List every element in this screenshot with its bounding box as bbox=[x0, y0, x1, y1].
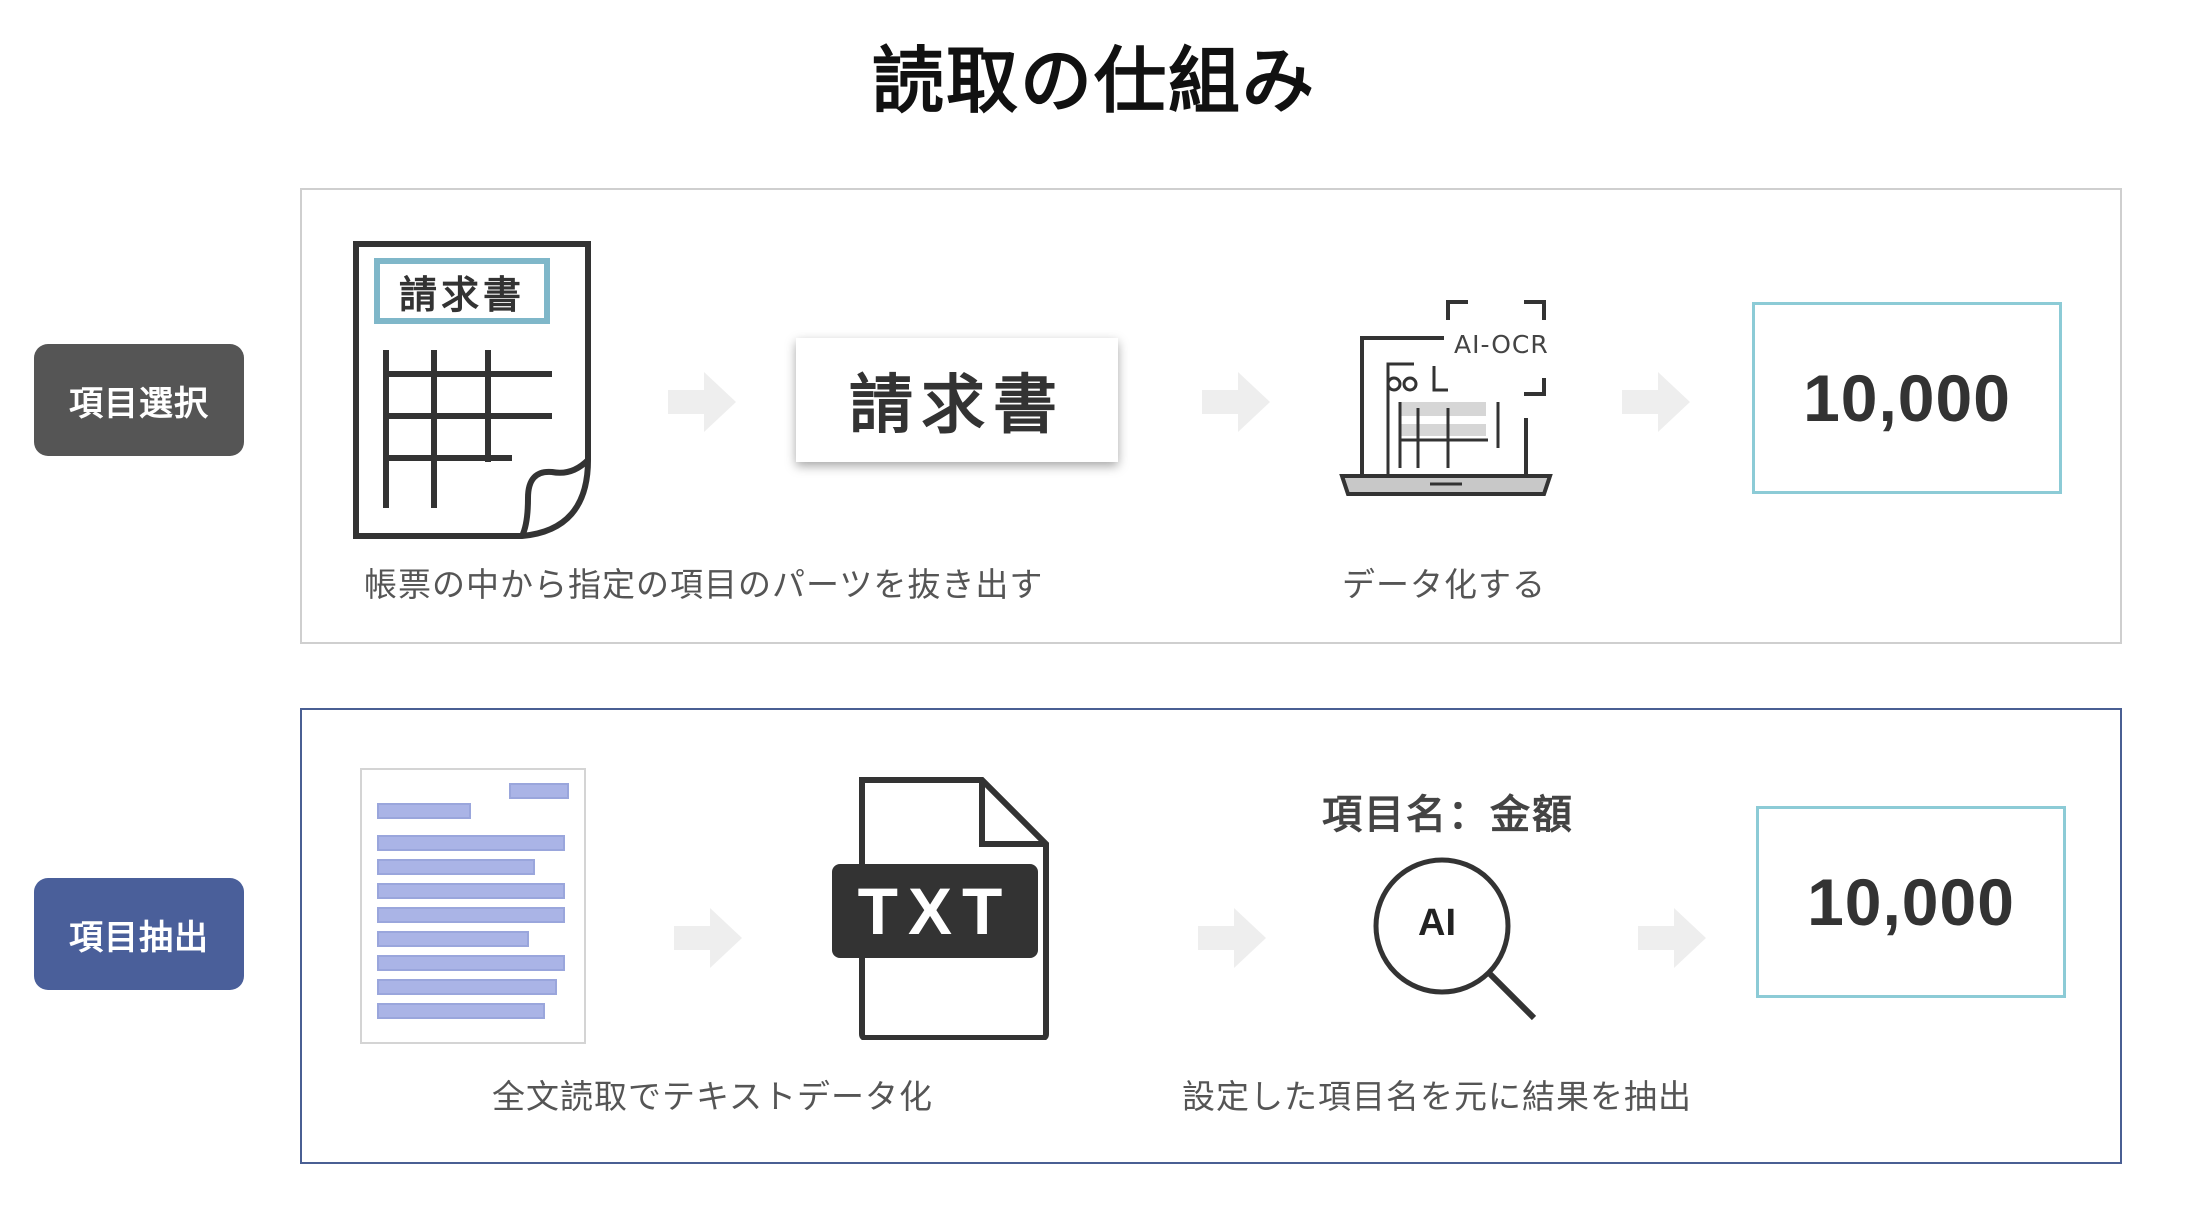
caption-extract-by-field: 設定した項目名を元に結果を抽出 bbox=[1182, 1077, 1692, 1116]
result-value: 10,000 bbox=[1756, 806, 2066, 998]
result-value: 10,000 bbox=[1752, 302, 2062, 494]
txt-file-icon: TXT bbox=[832, 776, 1052, 1041]
ai-label: AI bbox=[1418, 902, 1456, 944]
panel-item-selection: 請求書 請求書 bbox=[300, 188, 2122, 644]
txt-badge: TXT bbox=[832, 864, 1038, 958]
field-name-label: 項目名：金額 bbox=[1322, 792, 1574, 838]
arrow-right-icon bbox=[674, 908, 742, 968]
caption-digitize: データ化する bbox=[1342, 565, 1546, 604]
row-label-item-extraction: 項目抽出 bbox=[34, 878, 244, 990]
ai-magnifier-icon: AI bbox=[1372, 856, 1542, 1026]
text-document-icon bbox=[360, 768, 586, 1044]
row-label-item-selection: 項目選択 bbox=[34, 344, 244, 456]
page-title: 読取の仕組み bbox=[871, 39, 1316, 123]
arrow-right-icon bbox=[1202, 372, 1270, 432]
extracted-field-card: 請求書 bbox=[796, 338, 1118, 462]
laptop-ocr-icon: AI-OCR bbox=[1338, 298, 1578, 508]
arrow-right-icon bbox=[668, 372, 736, 432]
caption-full-text-read: 全文読取でテキストデータ化 bbox=[492, 1077, 934, 1116]
arrow-right-icon bbox=[1638, 908, 1706, 968]
caption-extract-parts: 帳票の中から指定の項目のパーツを抜き出す bbox=[364, 565, 1044, 604]
arrow-right-icon bbox=[1198, 908, 1266, 968]
invoice-document-icon: 請求書 bbox=[352, 240, 592, 540]
arrow-right-icon bbox=[1622, 372, 1690, 432]
panel-item-extraction: TXT 項目名：金額 AI 10,000 全文読取でテキストデータ化 設定した項… bbox=[300, 708, 2122, 1164]
ai-ocr-label: AI-OCR bbox=[1454, 330, 1549, 359]
invoice-header-label: 請求書 bbox=[374, 258, 550, 324]
